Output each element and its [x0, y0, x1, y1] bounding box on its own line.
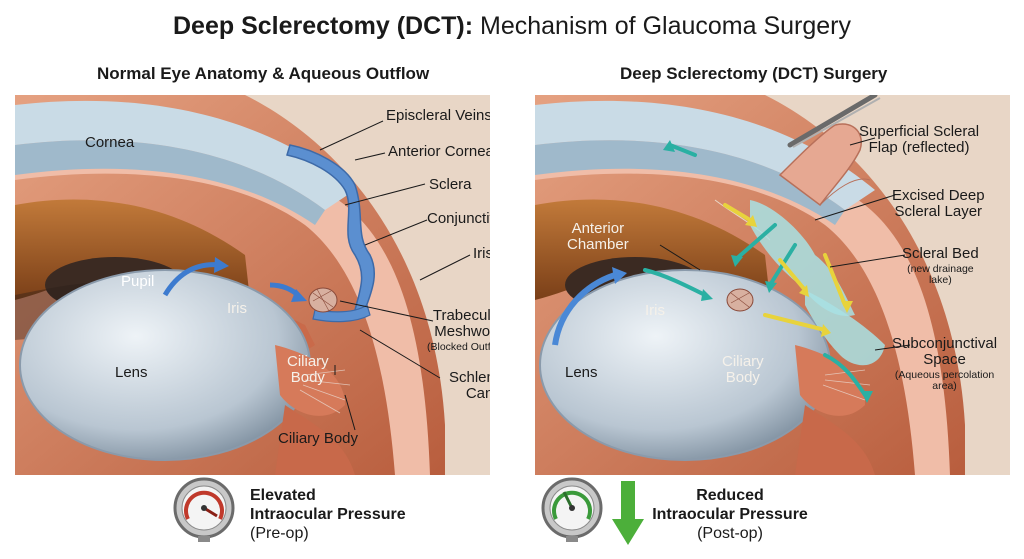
pressure-postop-line1: Reduced [696, 487, 764, 504]
label-ciliary-right-line2: Body [725, 368, 760, 386]
title-bold: Deep Sclerectomy (DCT): [172, 12, 474, 40]
gauge-high-icon [172, 474, 236, 549]
label-schlemm-line1: Schlemm's [449, 369, 490, 386]
label-lens: Lens [115, 364, 148, 381]
label-ciliary-inner-line1: Ciliary [287, 353, 329, 370]
label-pupil: Pupil [121, 273, 155, 290]
label-trabecular-note: (Blocked Outflow) [427, 340, 490, 353]
label-ciliary-body: Ciliary Body [278, 430, 359, 447]
label-sclera: Sclera [429, 176, 472, 193]
pressure-preop-line1: Elevated [250, 487, 316, 504]
label-cornea: Cornea [85, 134, 135, 151]
pressure-preop-line2: Intraocular Pressure [250, 506, 406, 523]
label-trabecular-line1: Trabecular [432, 307, 490, 324]
label-flap-line1: Superficial Scleral [859, 123, 980, 140]
label-ciliary-right-line1: Ciliary [722, 353, 764, 370]
left-panel-subtitle: Normal Eye Anatomy & Aqueous Outflow [97, 64, 430, 83]
label-anterior-chamber-line1: Anterior [571, 220, 625, 237]
label-bed-note-2: lake) [928, 273, 952, 286]
label-subconj-line2: Space [923, 350, 966, 368]
label-episcleral-veins: Episcleral Veins [386, 107, 490, 124]
label-conjunctiva: Conjunctiva [427, 210, 490, 227]
pressure-preop: Elevated Intraocular Pressure (Pre-op) [250, 486, 406, 543]
label-iris-inner: Iris [227, 300, 247, 317]
label-trabecular-meshwork: TrabecularMeshwork(Blocked Outflow) [427, 308, 490, 353]
label-schlemm-line2: Canal [465, 384, 490, 402]
label-trabecular-line2: Meshwork [434, 322, 490, 340]
pressure-preop-line3: (Pre-op) [250, 525, 309, 542]
title-rest: Mechanism of Glaucoma Surgery [473, 12, 851, 40]
pressure-postop-line2: Intraocular Pressure [652, 506, 808, 523]
label-bed-title: Scleral Bed [902, 245, 979, 262]
label-excised-line1: Excised Deep [892, 187, 985, 204]
label-schlemms-canal: Schlemm'sCanal [449, 370, 490, 402]
label-bed-note-1: (new drainage [907, 262, 974, 275]
right-panel-subtitle: Deep Sclerectomy (DCT) Surgery [620, 64, 888, 83]
pressure-postop-line3: (Post-op) [697, 525, 763, 542]
label-ciliary-inner-line2: Body [290, 368, 325, 386]
label-flap-line2: Flap (reflected) [868, 138, 970, 156]
label-subconj-note-1: (Aqueous percolation [894, 368, 995, 381]
label-anterior-cornea: Anterior Cornea [388, 143, 490, 160]
label-iris: Iris [473, 245, 490, 262]
gauge-low-icon [540, 474, 604, 549]
page-title: Deep Sclerectomy (DCT): Mechanism of Gla… [0, 12, 1024, 41]
label-subconj-line1: Subconjunctival [892, 335, 998, 352]
label-anterior-chamber-line2: Chamber [567, 235, 629, 253]
label-subconj-note-2: area) [932, 379, 957, 392]
label-lens-right: Lens [565, 364, 598, 381]
down-arrow-icon [612, 481, 644, 552]
label-iris-inner-right: Iris [645, 302, 665, 319]
label-excised-line2: Scleral Layer [894, 202, 983, 220]
pressure-postop: Reduced Intraocular Pressure (Post-op) [650, 486, 810, 543]
